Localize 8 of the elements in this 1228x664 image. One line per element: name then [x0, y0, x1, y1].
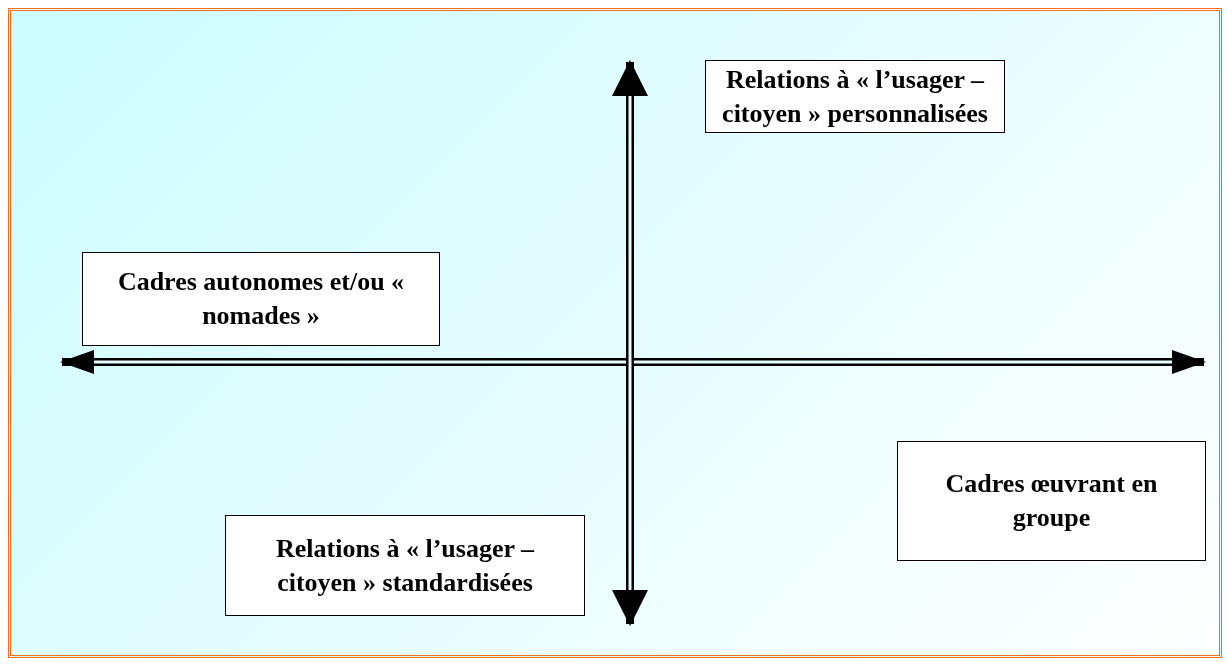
quadrant-label: Relations à « l’usager – citoyen » standardisées	[274, 532, 536, 599]
label-box	[705, 60, 1005, 133]
label-box	[897, 441, 1206, 561]
quadrant-label: Relations à « l’usager – citoyen » personnalisées	[721, 63, 989, 130]
label-box	[225, 515, 585, 616]
quadrant-label: Cadres œuvrant en groupe	[944, 468, 1159, 534]
label-box	[82, 252, 440, 346]
quadrant-label: Cadres autonomes et/ou « nomades »	[116, 266, 406, 332]
